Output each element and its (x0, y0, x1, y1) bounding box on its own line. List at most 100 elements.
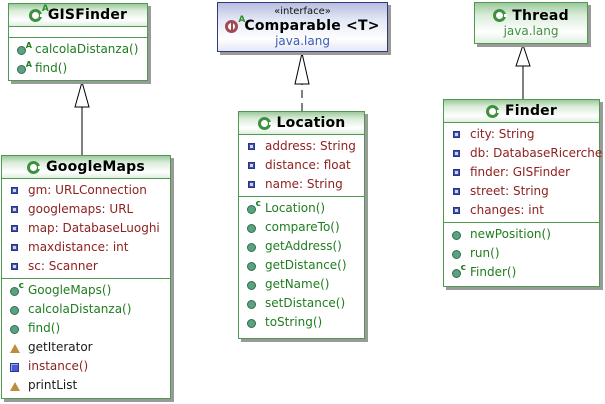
field-label: address: String (265, 139, 356, 153)
method-row[interactable]: run() (444, 244, 599, 263)
fields-compartment: address: String distance: float name: St… (239, 134, 364, 196)
field-icon (452, 186, 463, 198)
method-label: find() (28, 321, 61, 335)
method-label: calcolaDistanza() (35, 42, 139, 56)
class-header-googlemaps: GoogleMaps (2, 156, 170, 178)
constructor-row[interactable]: GoogleMaps() (2, 279, 170, 300)
method-row[interactable]: find() (9, 57, 147, 78)
class-box-finder[interactable]: Finder city: String db: DatabaseRicerche… (443, 99, 602, 287)
interface-icon (225, 15, 245, 33)
method-row[interactable]: calcolaDistanza() (9, 38, 147, 59)
constructor-icon (452, 261, 466, 279)
realization-arrow-location-to-comparable[interactable] (294, 52, 310, 111)
field-label: name: String (265, 177, 343, 191)
field-icon (247, 160, 258, 172)
method-row[interactable]: newPosition() (444, 225, 599, 244)
method-icon (247, 298, 258, 310)
blue-square-icon (10, 361, 21, 373)
method-row[interactable]: setDistance() (239, 294, 364, 313)
class-name: GISFinder (47, 7, 128, 23)
field-icon (10, 204, 21, 216)
field-row[interactable]: finder: GISFinder (444, 163, 599, 182)
method-icon (247, 317, 258, 329)
member-row[interactable]: printList (2, 376, 170, 395)
fields-compartment (9, 26, 147, 37)
constructor-icon (247, 197, 261, 215)
field-icon (247, 141, 258, 153)
method-row[interactable]: getName() (239, 275, 364, 294)
interface-box-comparable[interactable]: «interface» Comparable <T> java.lang (217, 2, 388, 52)
class-name: Thread (512, 7, 569, 24)
method-label: compareTo() (265, 220, 340, 234)
field-row[interactable]: db: DatabaseRicerche (444, 144, 602, 163)
generalization-arrow-finder-to-thread[interactable] (515, 43, 531, 99)
class-box-googlemaps[interactable]: GoogleMaps gm: URLConnection googlemaps:… (1, 155, 171, 399)
class-icon (27, 160, 42, 174)
field-icon (452, 148, 463, 160)
class-box-location[interactable]: Location address: String distance: float… (238, 111, 365, 339)
field-row[interactable]: maxdistance: int (2, 238, 170, 257)
field-label: changes: int (470, 203, 544, 217)
field-row[interactable]: name: String (239, 175, 364, 194)
method-icon (10, 323, 21, 335)
method-label: calcolaDistanza() (28, 302, 132, 316)
constructor-row[interactable]: Finder() (444, 261, 599, 282)
method-label: toString() (265, 315, 323, 329)
field-row[interactable]: distance: float (239, 156, 364, 175)
method-icon (247, 241, 258, 253)
methods-compartment: Location() compareTo() getAddress() getD… (239, 196, 364, 338)
field-label: city: String (470, 127, 535, 141)
method-row[interactable]: getDistance() (239, 256, 364, 275)
field-icon (452, 129, 463, 141)
class-box-gisfinder[interactable]: GISFinder calcolaDistanza() find() (8, 3, 148, 81)
member-row[interactable]: instance() (2, 357, 170, 376)
method-icon (247, 260, 258, 272)
method-row[interactable]: toString() (239, 313, 364, 332)
field-row[interactable]: googlemaps: URL (2, 200, 170, 219)
field-row[interactable]: gm: URLConnection (2, 181, 170, 200)
field-label: googlemaps: URL (28, 202, 134, 216)
field-row[interactable]: map: DatabaseLuoghi (2, 219, 170, 238)
field-icon (452, 205, 463, 217)
method-row[interactable]: calcolaDistanza() (2, 300, 170, 319)
constructor-row[interactable]: Location() (239, 197, 364, 218)
triangle-icon (10, 342, 21, 354)
method-icon (247, 279, 258, 291)
field-row[interactable]: changes: int (444, 201, 599, 220)
field-icon (10, 223, 21, 235)
class-header-location: Location (239, 112, 364, 134)
method-row[interactable]: getAddress() (239, 237, 364, 256)
class-box-thread[interactable]: Thread java.lang (474, 2, 588, 44)
method-row[interactable]: find() (2, 319, 170, 338)
field-row[interactable]: sc: Scanner (2, 257, 170, 276)
method-icon (452, 229, 463, 241)
class-icon (257, 116, 272, 130)
member-label: instance() (28, 359, 89, 373)
member-label: getIterator (28, 340, 93, 354)
class-icon (486, 104, 501, 118)
fields-compartment: gm: URLConnection googlemaps: URL map: D… (2, 178, 170, 278)
field-label: street: String (470, 184, 549, 198)
method-icon (452, 248, 463, 260)
method-row[interactable]: compareTo() (239, 218, 364, 237)
field-row[interactable]: street: String (444, 182, 599, 201)
generalization-arrow-googlemaps-to-gisfinder[interactable] (74, 80, 90, 155)
field-label: distance: float (265, 158, 351, 172)
method-icon (10, 304, 21, 316)
constructor-icon (10, 279, 24, 297)
field-row[interactable]: address: String (239, 137, 364, 156)
field-label: map: DatabaseLuoghi (28, 221, 160, 235)
member-row[interactable]: getIterator (2, 338, 170, 357)
method-label: getDistance() (265, 258, 347, 272)
member-label: printList (28, 378, 78, 392)
fields-compartment: city: String db: DatabaseRicerche finder… (444, 122, 602, 222)
stereotype-label: «interface» (274, 6, 331, 17)
methods-compartment: GoogleMaps() calcolaDistanza() find() ge… (2, 278, 170, 398)
field-row[interactable]: city: String (444, 125, 599, 144)
method-label: newPosition() (470, 227, 551, 241)
abstract-class-icon (28, 4, 49, 22)
field-icon (10, 261, 21, 273)
class-name: Location (276, 115, 346, 131)
